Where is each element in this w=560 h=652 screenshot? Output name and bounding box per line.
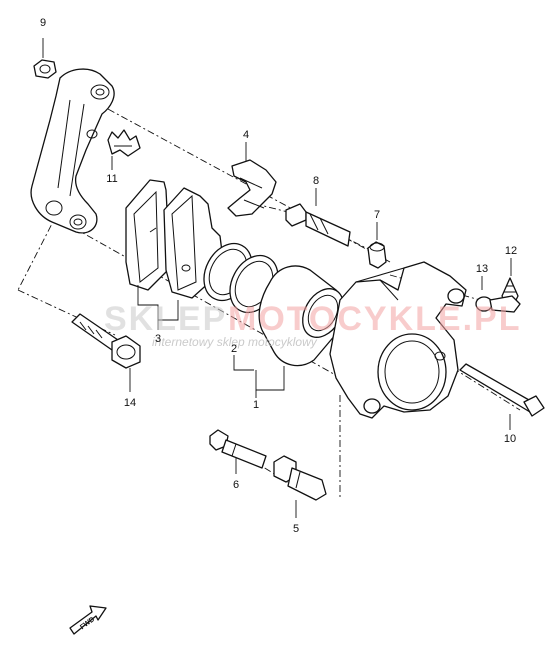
callout-2: 2 xyxy=(231,343,237,355)
caliper-body xyxy=(329,261,467,419)
part-5-guide-bolt xyxy=(273,455,327,518)
part-7-bleeder-cap xyxy=(367,222,387,269)
callout-4: 4 xyxy=(243,129,249,141)
watermark-brand-left: SKLEP xyxy=(104,300,227,338)
watermark: SKLEP MOTOCYKLE.PL internetowy sklep mot… xyxy=(104,300,522,349)
callout-12: 12 xyxy=(505,245,517,257)
callout-3: 3 xyxy=(155,333,161,345)
caliper-bracket xyxy=(30,68,115,234)
part-1-piston xyxy=(255,265,345,398)
callout-labels: 9 4 11 8 7 12 13 2 3 14 1 10 6 5 xyxy=(40,17,517,535)
callout-6: 6 xyxy=(233,479,239,491)
watermark-brand-right: MOTOCYKLE.PL xyxy=(228,300,522,338)
callout-11: 11 xyxy=(106,173,117,185)
callout-13: 13 xyxy=(476,263,488,275)
callout-8: 8 xyxy=(313,175,319,187)
part-10-pad-pin xyxy=(459,363,545,430)
part-8-slide-pin xyxy=(285,188,351,247)
callout-7: 7 xyxy=(374,209,380,221)
callout-1: 1 xyxy=(253,399,259,411)
callout-10: 10 xyxy=(504,433,516,445)
part-3-brake-pads xyxy=(125,179,223,330)
part-13-banjo-hose xyxy=(475,276,521,313)
part-4-pad-retainer xyxy=(227,142,277,217)
callout-9: 9 xyxy=(40,17,46,29)
part-14-mounting-bolt xyxy=(71,313,141,392)
part-11-pad-spring xyxy=(107,129,141,170)
fwd-arrow-icon: FWD xyxy=(69,605,107,635)
fwd-label: FWD xyxy=(79,616,96,631)
callout-14: 14 xyxy=(124,397,136,409)
part-6-guide-pin xyxy=(209,429,267,474)
watermark-tagline: internetowy sklep motocyklowy xyxy=(152,335,318,349)
callout-5: 5 xyxy=(293,523,299,535)
part-9-nut xyxy=(33,38,57,79)
